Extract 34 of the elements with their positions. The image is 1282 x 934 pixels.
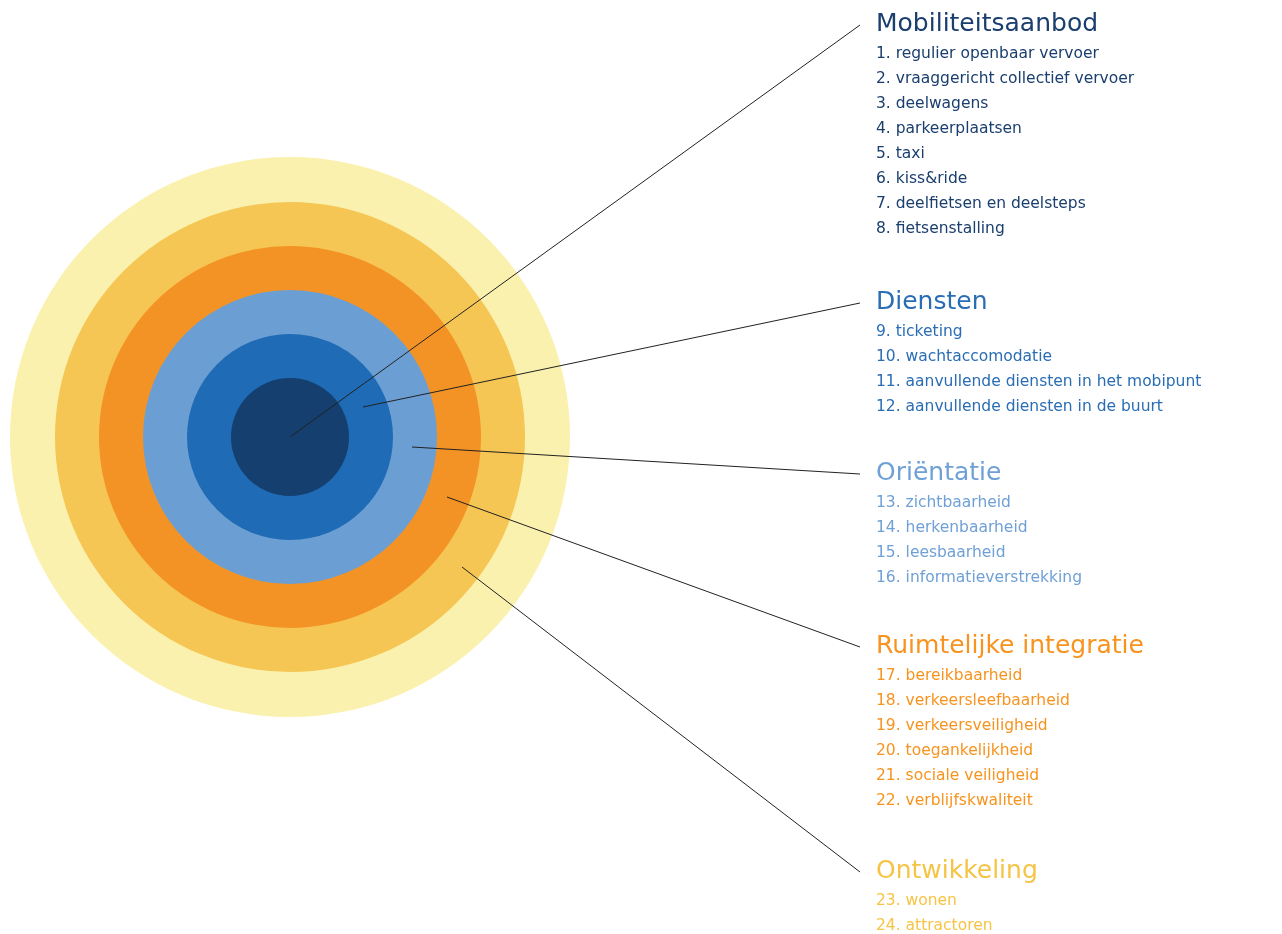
list-item: 24. attractoren	[876, 915, 994, 934]
category-heading: Ruimtelijke integratie	[876, 629, 1144, 661]
leader-line	[289, 24, 861, 438]
list-item: 20. toegankelijkheid	[876, 740, 1035, 761]
category-heading: Mobiliteitsaanbod	[876, 7, 1100, 39]
list-item: 14. herkenbaarheid	[876, 517, 1029, 538]
list-item: 10. wachtaccomodatie	[876, 346, 1054, 367]
list-item: 6. kiss&ride	[876, 168, 969, 189]
list-item: 11. aanvullende diensten in het mobipunt	[876, 371, 1202, 392]
leader-line	[411, 446, 861, 475]
list-item: 8. fietsenstalling	[876, 218, 1006, 239]
list-item: 16. informatieverstrekking	[876, 567, 1082, 588]
list-item: 18. verkeersleefbaarheid	[876, 690, 1071, 711]
list-item: 15. leesbaarheid	[876, 542, 1007, 563]
category-heading: Ontwikkeling	[876, 854, 1038, 886]
list-item: 7. deelfietsen en deelsteps	[876, 193, 1087, 214]
list-item: 23. wonen	[876, 890, 958, 911]
list-item: 12. aanvullende diensten in de buurt	[876, 396, 1164, 417]
list-item: 3. deelwagens	[876, 93, 990, 114]
leader-line	[461, 566, 861, 873]
list-item: 4. parkeerplaatsen	[876, 118, 1023, 139]
list-item: 19. verkeersveiligheid	[876, 715, 1049, 736]
list-item: 21. sociale veiligheid	[876, 765, 1041, 786]
list-item: 2. vraaggericht collectief vervoer	[876, 68, 1135, 89]
list-item: 17. bereikbaarheid	[876, 665, 1024, 686]
list-item: 1. regulier openbaar vervoer	[876, 43, 1100, 64]
list-item: 9. ticketing	[876, 321, 964, 342]
list-item: 22. verblijfskwaliteit	[876, 790, 1034, 811]
list-item: 13. zichtbaarheid	[876, 492, 1012, 513]
leader-line	[362, 302, 861, 408]
category-heading: Diensten	[876, 285, 989, 317]
category-heading: Oriëntatie	[876, 456, 1003, 488]
leader-line	[446, 496, 861, 648]
list-item: 5. taxi	[876, 143, 926, 164]
